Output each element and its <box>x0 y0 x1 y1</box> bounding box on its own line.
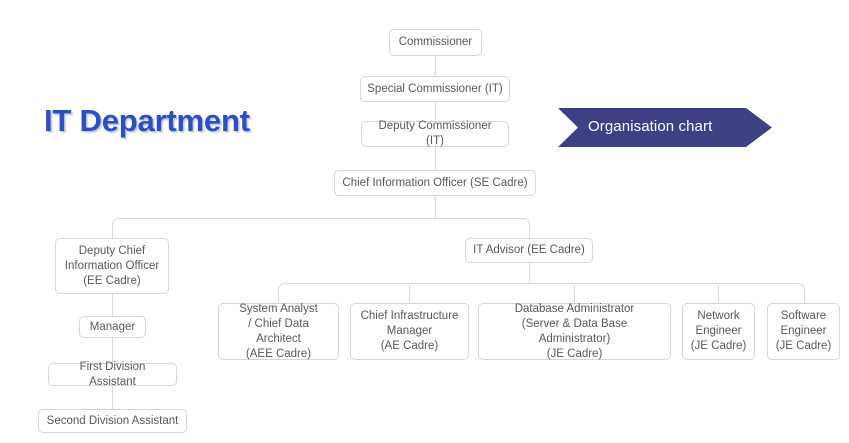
page-title: IT Department <box>44 103 250 138</box>
connector-bus-drop-chief-infra <box>409 283 410 303</box>
node-system-analyst[interactable]: System Analyst / Chief Data Architect (A… <box>218 303 339 360</box>
node-second-division-assistant[interactable]: Second Division Assistant <box>38 409 187 433</box>
node-deputy-chief-information-officer[interactable]: Deputy Chief Information Officer (EE Cad… <box>55 238 169 294</box>
node-software-engineer[interactable]: Software Engineer (JE Cadre) <box>767 303 840 360</box>
node-commissioner[interactable]: Commissioner <box>389 29 482 56</box>
connector-cio-to-it-advisor <box>435 218 530 239</box>
connector-fda-sda <box>112 386 113 409</box>
connector-cio-to-dcio <box>112 218 436 239</box>
connector-bus-drop-network <box>718 283 719 303</box>
node-chief-information-officer[interactable]: Chief Information Officer (SE Cadre) <box>334 170 536 196</box>
node-special-commissioner[interactable]: Special Commissioner (IT) <box>360 76 510 102</box>
connector-special-deputy <box>435 102 436 121</box>
connector-it-advisor-drop <box>529 263 530 283</box>
node-deputy-commissioner[interactable]: Deputy Commissioner (IT) <box>361 120 509 147</box>
node-manager[interactable]: Manager <box>79 316 146 338</box>
organisation-chart-banner <box>558 108 772 147</box>
connector-bus-right <box>529 283 805 304</box>
connector-commissioner-special <box>435 56 436 78</box>
connector-bus-drop-dba <box>574 283 575 303</box>
connector-manager-fda <box>112 338 113 363</box>
organisation-chart-banner-label: Organisation chart <box>588 118 713 135</box>
connector-cio-drop <box>435 196 436 218</box>
node-it-advisor[interactable]: IT Advisor (EE Cadre) <box>465 238 593 263</box>
connector-bus-left <box>278 283 530 304</box>
node-network-engineer[interactable]: Network Engineer (JE Cadre) <box>682 303 755 360</box>
node-chief-infrastructure-manager[interactable]: Chief Infrastructure Manager (AE Cadre) <box>350 303 469 360</box>
connector-deputy-cio <box>435 147 436 171</box>
node-first-division-assistant[interactable]: First Division Assistant <box>48 361 177 388</box>
connector-dcio-manager <box>112 294 113 316</box>
node-database-administrator[interactable]: Database Administrator (Server & Data Ba… <box>478 303 671 360</box>
